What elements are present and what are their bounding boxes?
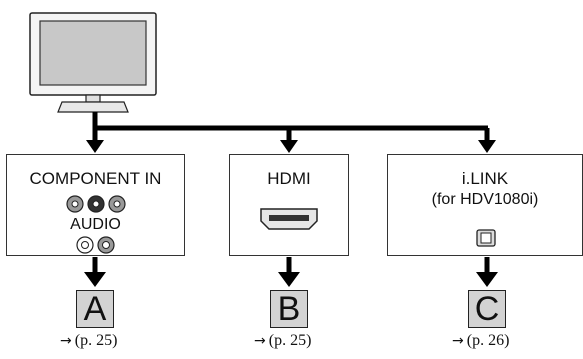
arrow-to-letter-a [84, 272, 106, 287]
component-in-label: COMPONENT IN [29, 169, 162, 188]
ilink-sublabel: (for HDV1080i) [431, 191, 539, 208]
hdmi-label: HDMI [267, 169, 311, 188]
letter-a-badge: A [76, 290, 114, 328]
flat-tv-icon [29, 12, 157, 113]
arrow-to-letter-c [476, 272, 498, 287]
hdmi-box: HDMI [229, 154, 349, 256]
component-video-jacks-icon [66, 195, 126, 213]
arrow-to-ilink [478, 140, 496, 153]
audio-jacks-icon [76, 236, 115, 254]
ilink-label: i.LINK [461, 169, 509, 188]
page-ref-b[interactable]: →(p. 25) [254, 331, 311, 351]
component-in-box: COMPONENT IN AUDIO [6, 154, 185, 256]
page-ref-b-text: (p. 25) [268, 332, 312, 349]
page-ref-c[interactable]: →(p. 26) [452, 331, 509, 351]
arrow-to-component [86, 140, 104, 153]
audio-label: AUDIO [70, 216, 121, 233]
page-ref-c-text: (p. 26) [466, 332, 510, 349]
arrow-to-hdmi [280, 140, 298, 153]
right-arrow-icon: → [60, 333, 72, 349]
page-ref-a[interactable]: →(p. 25) [60, 331, 117, 351]
right-arrow-icon: → [452, 333, 464, 349]
letter-c-badge: C [468, 290, 506, 328]
page-ref-a-text: (p. 25) [74, 332, 118, 349]
ilink-port-icon [476, 229, 496, 247]
letter-b-badge: B [270, 290, 308, 328]
right-arrow-icon: → [254, 333, 266, 349]
arrow-to-letter-b [278, 272, 300, 287]
hdmi-port-icon [260, 208, 318, 230]
ilink-box: i.LINK (for HDV1080i) [387, 154, 583, 256]
